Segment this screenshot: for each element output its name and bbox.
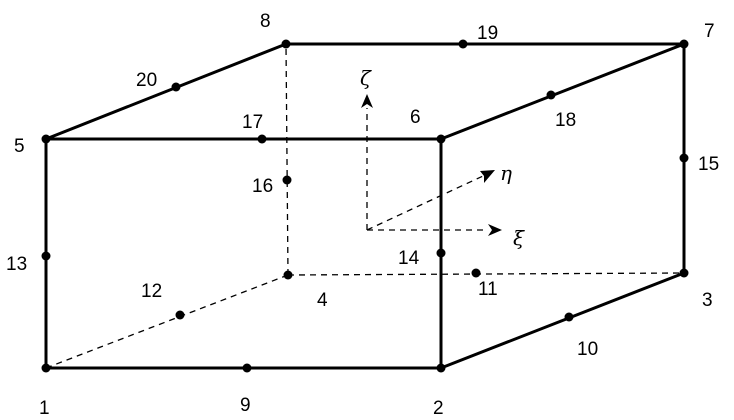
eta-axis-label: η — [500, 161, 512, 185]
node-label-16: 16 — [252, 176, 273, 197]
node-label-19: 19 — [477, 23, 498, 44]
node-13 — [41, 251, 51, 261]
node-9 — [242, 363, 252, 373]
node-1 — [41, 363, 51, 373]
hidden-edge-1-4 — [45, 274, 289, 369]
node-label-8: 8 — [260, 11, 271, 32]
node-label-18: 18 — [555, 110, 576, 131]
node-label-12: 12 — [141, 281, 162, 302]
xi-arrowhead — [488, 224, 502, 236]
node-2 — [436, 363, 446, 373]
node-20 — [171, 82, 181, 92]
hidden-edge-4-8 — [285, 43, 289, 276]
node-label-13: 13 — [6, 254, 27, 275]
node-label-15: 15 — [698, 154, 719, 175]
node-8 — [281, 39, 291, 49]
node-12 — [175, 310, 185, 320]
node-16 — [282, 175, 292, 185]
node-6 — [436, 134, 446, 144]
node-label-5: 5 — [14, 136, 25, 157]
node-7 — [679, 39, 689, 49]
xi-axis-label: ξ — [513, 226, 525, 250]
node-label-10: 10 — [577, 339, 598, 360]
node-5 — [41, 134, 51, 144]
node-14 — [436, 248, 446, 258]
node-label-17: 17 — [242, 112, 263, 133]
node-3 — [679, 268, 689, 278]
node-label-3: 3 — [702, 290, 713, 311]
edge-2-3 — [439, 271, 686, 370]
eta-axis-line — [366, 175, 484, 231]
edge-6-7 — [439, 42, 686, 141]
node-11 — [471, 268, 481, 278]
edge-5-8 — [44, 42, 288, 141]
node-label-1: 1 — [39, 398, 50, 419]
node-label-11: 11 — [478, 279, 498, 300]
node-label-9: 9 — [240, 395, 251, 416]
node-label-14: 14 — [398, 248, 420, 269]
eta-arrowhead — [480, 170, 495, 183]
hidden-edge-4-3 — [287, 272, 685, 276]
node-label-2: 2 — [433, 398, 444, 419]
node-4 — [283, 270, 293, 280]
node-label-20: 20 — [136, 70, 157, 91]
node-18 — [546, 90, 556, 100]
zeta-arrowhead — [361, 94, 373, 108]
node-label-4: 4 — [317, 290, 328, 311]
node-label-7: 7 — [704, 21, 715, 42]
node-10 — [564, 312, 574, 322]
node-17 — [257, 134, 267, 144]
node-label-6: 6 — [410, 107, 421, 128]
node-15 — [679, 153, 689, 163]
zeta-axis-label: ζ — [360, 66, 372, 90]
node-19 — [458, 39, 468, 49]
